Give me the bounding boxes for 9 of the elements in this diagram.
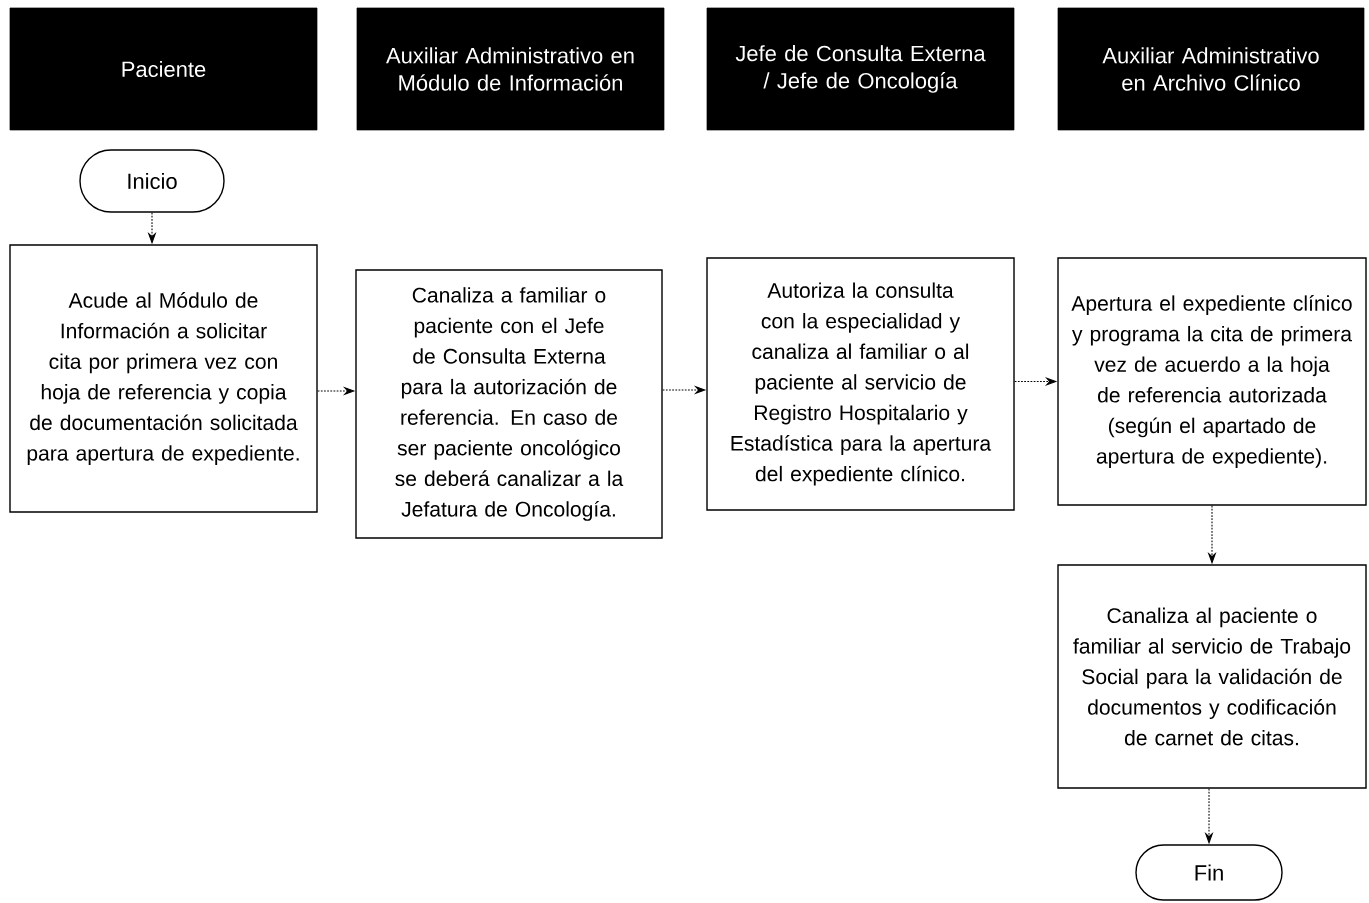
process-box: Canaliza al paciente o familiar al servicio de Trabajo Social para la validación de documentos y codificación de carnet de citas. (1057, 564, 1367, 789)
lane-header: Paciente (9, 7, 318, 131)
process-box: Apertura el expediente clínico y programa la cita de primera vez de acuerdo a la hoja de referencia autorizada (según el apartado de apertura de expediente). (1057, 257, 1367, 506)
process-box: Canaliza a familiar o paciente con el Jefe de Consulta Externa para la autorización de referencia. En caso de ser paciente oncológico se deberá canalizar a la Jefatura de Oncología. (355, 269, 663, 539)
lane-header: Auxiliar Administrativo en Archivo Clínico (1057, 7, 1365, 131)
lane-header: Auxiliar Administrativo en Módulo de Información (356, 7, 665, 131)
process-box: Acude al Módulo de Información a solicitar cita por primera vez con hoja de referencia y copia de documentación solicitada para apertura de expediente. (9, 244, 318, 513)
lane-header: Jefe de Consulta Externa / Jefe de Oncología (706, 7, 1015, 131)
process-box: Autoriza la consulta con la especialidad y canaliza al familiar o al paciente al servicio de Registro Hospitalario y Estadística para la apertura del expediente clínico. (706, 257, 1015, 511)
